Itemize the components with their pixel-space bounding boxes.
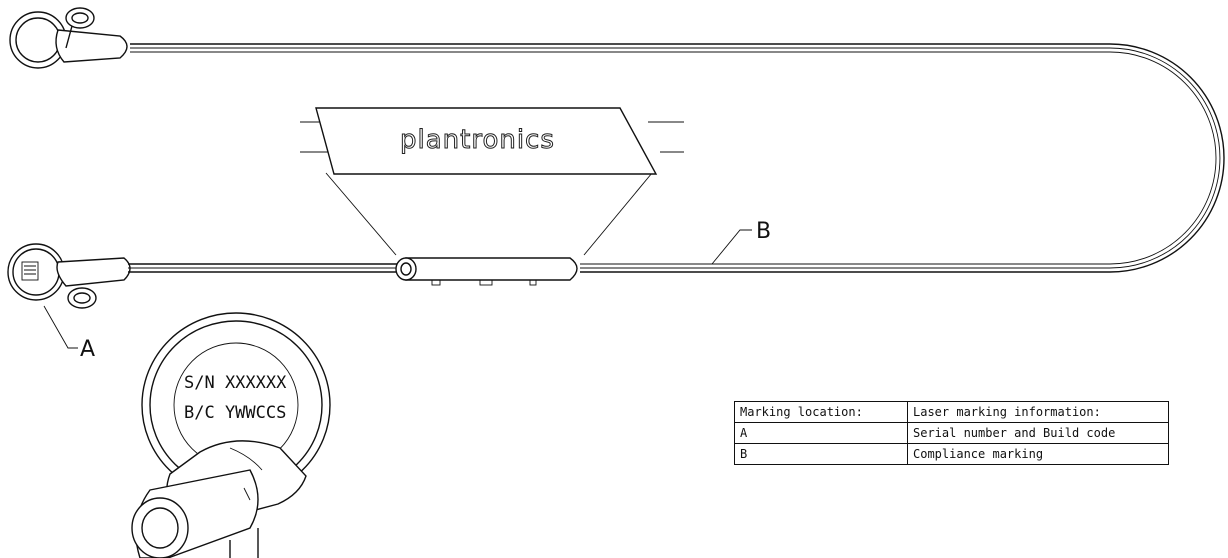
earbud-detail: S/N XXXXXX B/C YWWCCS (131, 312, 331, 558)
callout-a-label: A (80, 337, 95, 362)
table-row: A Serial number and Build code (734, 422, 1169, 444)
callout-b: B (711, 219, 771, 265)
cable-loop (130, 43, 1225, 273)
inline-remote (395, 257, 578, 286)
logo-detail: plantronics (300, 107, 684, 175)
table-cell: Compliance marking (907, 443, 1169, 465)
table-cell: B (734, 443, 908, 465)
build-code-marking: B/C YWWCCS (184, 403, 286, 423)
table-header-location: Marking location: (734, 401, 908, 423)
brand-logo-text: plantronics (400, 125, 555, 155)
callout-b-label: B (756, 219, 771, 244)
table-header-info: Laser marking information: (907, 401, 1169, 423)
marking-table: Marking location: Laser marking informat… (734, 401, 1169, 465)
logo-zoom-lines (325, 172, 653, 256)
cable-lower (128, 263, 400, 273)
table-header-row: Marking location: Laser marking informat… (734, 401, 1169, 423)
serial-number-marking: S/N XXXXXX (184, 373, 287, 393)
bottom-earbud (7, 243, 131, 309)
table-cell: Serial number and Build code (907, 422, 1169, 444)
table-cell: A (734, 422, 908, 444)
top-earbud (9, 7, 128, 69)
table-row: B Compliance marking (734, 443, 1169, 465)
callout-a: A (43, 305, 95, 362)
